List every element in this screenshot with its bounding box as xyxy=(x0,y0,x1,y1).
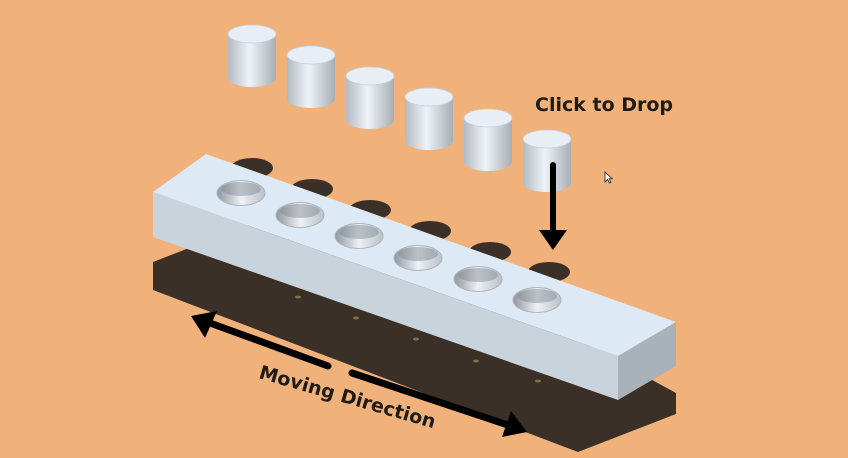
bar-hole xyxy=(453,266,503,292)
peg-cylinder-icon[interactable] xyxy=(345,66,395,129)
peg-cylinder-icon[interactable] xyxy=(286,45,336,108)
bar-hole xyxy=(216,180,266,206)
drop-arrow-down-icon xyxy=(539,162,567,250)
shadow-dot xyxy=(535,379,541,383)
click-to-drop-label: Click to Drop xyxy=(535,94,673,116)
bar-hole xyxy=(512,287,562,313)
bar-front-face xyxy=(153,192,618,400)
cursor-pointer-icon xyxy=(604,170,614,184)
peg-cylinder-icon[interactable] xyxy=(463,108,513,171)
peg-cylinder-icon[interactable] xyxy=(227,24,277,87)
bar-hole xyxy=(275,202,325,228)
peg-cylinder-icon[interactable] xyxy=(404,87,454,150)
shadow-dot xyxy=(413,337,419,341)
bar-hole xyxy=(334,223,384,249)
shadow-dots xyxy=(295,295,541,383)
bar-holes xyxy=(216,180,562,313)
shadow-dot xyxy=(353,316,359,320)
bar-hole xyxy=(393,245,443,271)
peg-row[interactable] xyxy=(227,24,572,192)
shadow-dot xyxy=(473,359,479,363)
shadow-dot xyxy=(295,295,301,299)
peg-cylinder-icon[interactable] xyxy=(522,129,572,192)
double-arrow-direction-icon xyxy=(191,311,527,437)
bar-end-face xyxy=(618,322,676,400)
